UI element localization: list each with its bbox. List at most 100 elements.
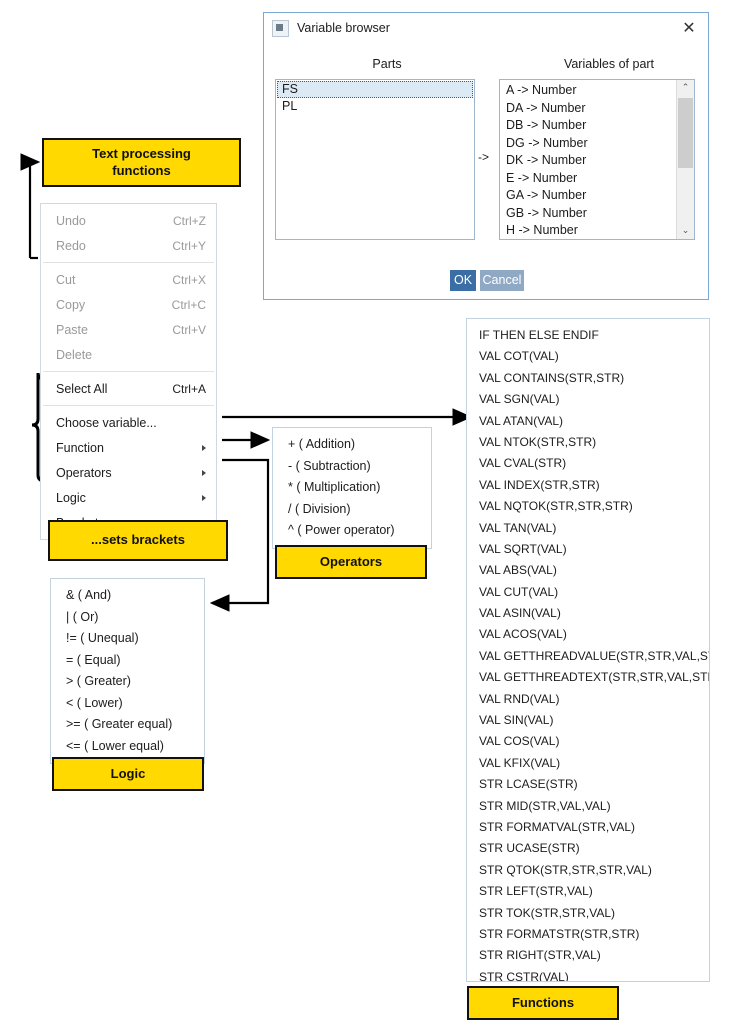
menu-item[interactable]: IF THEN ELSE ENDIF bbox=[479, 328, 599, 342]
menu-item[interactable]: VAL NQTOK(STR,STR,STR) bbox=[479, 499, 633, 514]
menu-item-label: Delete bbox=[56, 347, 93, 362]
scroll-up-icon[interactable]: ⌃ bbox=[681, 83, 690, 93]
ok-button[interactable]: OK bbox=[450, 270, 476, 291]
menu-item[interactable]: VAL ACOS(VAL) bbox=[479, 627, 567, 642]
menu-item-redo[interactable]: Redo Ctrl+Y bbox=[41, 233, 216, 258]
menu-item-label: Logic bbox=[56, 490, 86, 505]
menu-item[interactable]: != ( Unequal) bbox=[66, 631, 139, 645]
list-item[interactable]: DG -> Number bbox=[506, 135, 588, 150]
menu-item[interactable]: STR TOK(STR,STR,VAL) bbox=[479, 905, 616, 920]
menu-item[interactable]: STR QTOK(STR,STR,STR,VAL) bbox=[479, 862, 652, 877]
menu-item[interactable]: VAL ATAN(VAL) bbox=[479, 413, 564, 428]
menu-item[interactable]: VAL KFIX(VAL) bbox=[479, 755, 561, 770]
menu-item[interactable]: VAL INDEX(STR,STR) bbox=[479, 477, 600, 492]
menu-item[interactable]: + ( Addition) bbox=[288, 437, 356, 451]
menu-item-accelerator: Ctrl+A bbox=[172, 381, 206, 396]
list-item[interactable]: A -> Number bbox=[506, 83, 577, 97]
menu-item[interactable]: STR LCASE(STR) bbox=[479, 777, 578, 792]
menu-item-logic[interactable]: Logic bbox=[41, 485, 216, 510]
menu-item[interactable]: ^ ( Power operator) bbox=[288, 523, 395, 537]
annotation-line-1: Text processing bbox=[92, 146, 191, 162]
menu-item-label: Copy bbox=[56, 297, 86, 312]
close-icon[interactable]: ✕ bbox=[682, 18, 696, 37]
menu-item[interactable]: | ( Or) bbox=[66, 609, 99, 624]
menu-item[interactable]: VAL GETTHREADVALUE(STR,STR,VAL,STR) bbox=[479, 648, 710, 663]
menu-item-label: Operators bbox=[56, 465, 112, 480]
list-item[interactable]: FS bbox=[277, 81, 473, 98]
menu-item[interactable]: STR MID(STR,VAL,VAL) bbox=[479, 798, 611, 813]
menu-item[interactable]: STR RIGHT(STR,VAL) bbox=[479, 948, 601, 963]
menu-item[interactable]: <= ( Lower equal) bbox=[66, 738, 164, 753]
annotation-logic: Logic bbox=[52, 757, 204, 791]
menu-item-function[interactable]: Function bbox=[41, 435, 216, 460]
menu-item[interactable]: * ( Multiplication) bbox=[288, 480, 381, 494]
dialog-title: Variable browser bbox=[297, 21, 390, 35]
menu-item[interactable]: STR FORMATVAL(STR,VAL) bbox=[479, 819, 636, 834]
menu-item[interactable]: VAL GETTHREADTEXT(STR,STR,VAL,STR) bbox=[479, 670, 710, 685]
menu-item[interactable]: VAL SQRT(VAL) bbox=[479, 541, 567, 556]
menu-separator bbox=[43, 371, 214, 372]
menu-item[interactable]: = ( Equal) bbox=[66, 652, 121, 667]
menu-item-accelerator: Ctrl+C bbox=[171, 297, 206, 312]
annotation-line-2: functions bbox=[112, 162, 171, 178]
scrollbar-vertical[interactable]: ⌃ ⌄ bbox=[676, 80, 694, 239]
scrollbar-thumb[interactable] bbox=[678, 98, 693, 168]
menu-item-label: Select All bbox=[56, 381, 108, 396]
list-item[interactable]: H -> Number bbox=[506, 223, 578, 237]
parts-column-header: Parts bbox=[372, 57, 402, 71]
list-item[interactable]: DB -> Number bbox=[506, 118, 587, 132]
list-item[interactable]: DA -> Number bbox=[506, 100, 586, 115]
annotation-operators: Operators bbox=[275, 545, 427, 579]
list-item[interactable]: GB -> Number bbox=[506, 205, 587, 220]
parts-listbox[interactable]: FS PL bbox=[275, 79, 475, 240]
list-item[interactable]: DK -> Number bbox=[506, 153, 587, 167]
menu-item[interactable]: STR UCASE(STR) bbox=[479, 841, 580, 856]
menu-item-undo[interactable]: Undo Ctrl+Z bbox=[41, 208, 216, 233]
cancel-button[interactable]: Cancel bbox=[480, 270, 524, 291]
menu-item[interactable]: VAL ABS(VAL) bbox=[479, 563, 557, 578]
menu-item[interactable]: / ( Division) bbox=[288, 501, 351, 516]
app-icon bbox=[272, 19, 289, 37]
menu-item[interactable]: VAL ASIN(VAL) bbox=[479, 606, 561, 621]
list-item[interactable]: E -> Number bbox=[506, 170, 578, 185]
menu-item[interactable]: STR CSTR(VAL) bbox=[479, 969, 569, 982]
menu-item-select-all[interactable]: Select All Ctrl+A bbox=[41, 376, 216, 401]
menu-item-label: Choose variable... bbox=[56, 415, 157, 430]
menu-item-accelerator: Ctrl+Z bbox=[173, 213, 206, 228]
menu-item-choose-variable[interactable]: Choose variable... bbox=[41, 410, 216, 435]
menu-item[interactable]: VAL COS(VAL) bbox=[479, 734, 560, 749]
menu-item[interactable]: STR FORMATSTR(STR,STR) bbox=[479, 926, 640, 941]
menu-item[interactable]: VAL SGN(VAL) bbox=[479, 392, 560, 407]
menu-item[interactable]: VAL COT(VAL) bbox=[479, 349, 559, 364]
functions-submenu: IF THEN ELSE ENDIF VAL COT(VAL) VAL CONT… bbox=[466, 318, 710, 982]
menu-item[interactable]: >= ( Greater equal) bbox=[66, 717, 173, 731]
menu-item[interactable]: & ( And) bbox=[66, 588, 112, 602]
menu-item-paste[interactable]: Paste Ctrl+V bbox=[41, 317, 216, 342]
list-item[interactable]: GA -> Number bbox=[506, 188, 587, 202]
chevron-right-icon bbox=[202, 444, 206, 451]
menu-item-label: Function bbox=[56, 440, 104, 455]
transfer-arrow-label: -> bbox=[478, 150, 490, 164]
variables-listbox[interactable]: A -> Number DA -> Number DB -> Number DG… bbox=[499, 79, 695, 240]
menu-item-label: Redo bbox=[56, 238, 86, 253]
scroll-down-icon[interactable]: ⌄ bbox=[681, 226, 690, 236]
menu-item[interactable]: VAL SIN(VAL) bbox=[479, 713, 554, 728]
menu-item[interactable]: VAL TAN(VAL) bbox=[479, 520, 557, 535]
list-item[interactable]: PL bbox=[282, 99, 298, 113]
menu-item[interactable]: STR LEFT(STR,VAL) bbox=[479, 884, 593, 899]
menu-item[interactable]: VAL CVAL(STR) bbox=[479, 456, 567, 471]
menu-item-accelerator: Ctrl+Y bbox=[172, 238, 206, 253]
menu-item[interactable]: VAL NTOK(STR,STR) bbox=[479, 434, 597, 449]
menu-item[interactable]: < ( Lower) bbox=[66, 695, 123, 710]
menu-item-delete[interactable]: Delete bbox=[41, 342, 216, 367]
menu-item-operators[interactable]: Operators bbox=[41, 460, 216, 485]
menu-item[interactable]: - ( Subtraction) bbox=[288, 458, 371, 473]
menu-item-cut[interactable]: Cut Ctrl+X bbox=[41, 267, 216, 292]
menu-item[interactable]: VAL RND(VAL) bbox=[479, 691, 560, 706]
menu-item[interactable]: VAL CUT(VAL) bbox=[479, 584, 559, 599]
menu-item-accelerator: Ctrl+X bbox=[172, 272, 206, 287]
menu-item[interactable]: VAL CONTAINS(STR,STR) bbox=[479, 370, 625, 385]
menu-item-copy[interactable]: Copy Ctrl+C bbox=[41, 292, 216, 317]
menu-item[interactable]: > ( Greater) bbox=[66, 674, 131, 688]
logic-submenu: & ( And) | ( Or) != ( Unequal) = ( Equal… bbox=[50, 578, 205, 764]
